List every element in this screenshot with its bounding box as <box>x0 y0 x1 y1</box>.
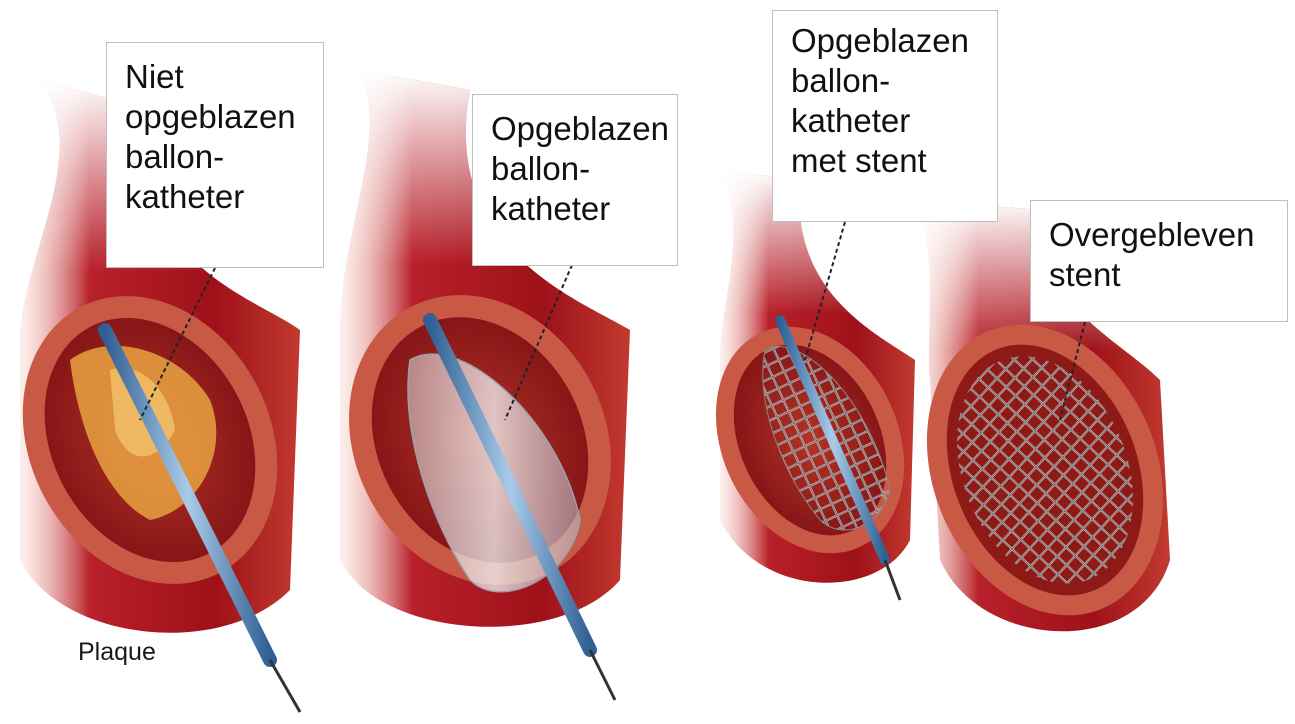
callout-line: opgeblazen <box>125 97 309 137</box>
callout-opgeblazen-ballonkatheter: Opgeblazen ballon- katheter <box>472 94 678 266</box>
callout-line: Opgeblazen <box>491 109 663 149</box>
callout-line: katheter <box>125 177 309 217</box>
vessel-3 <box>680 170 939 600</box>
callout-line: ballon- <box>791 61 983 101</box>
plaque-label: Plaque <box>78 638 156 667</box>
callout-line: ballon- <box>491 149 663 189</box>
callout-line: met stent <box>791 141 983 181</box>
callout-opgeblazen-ballonkatheter-met-stent: Opgeblazen ballon- katheter met stent <box>772 10 998 222</box>
callout-line: ballon- <box>125 137 309 177</box>
callout-line: Overgebleven <box>1049 215 1273 255</box>
callout-line: stent <box>1049 255 1273 295</box>
callout-line: katheter <box>491 189 663 229</box>
callout-niet-opgeblazen-ballonkatheter: Niet opgeblazen ballon- katheter <box>106 42 324 268</box>
callout-line: Opgeblazen <box>791 21 983 61</box>
callout-line: Niet <box>125 57 309 97</box>
callout-overgebleven-stent: Overgebleven stent <box>1030 200 1288 322</box>
callout-line: katheter <box>791 101 983 141</box>
